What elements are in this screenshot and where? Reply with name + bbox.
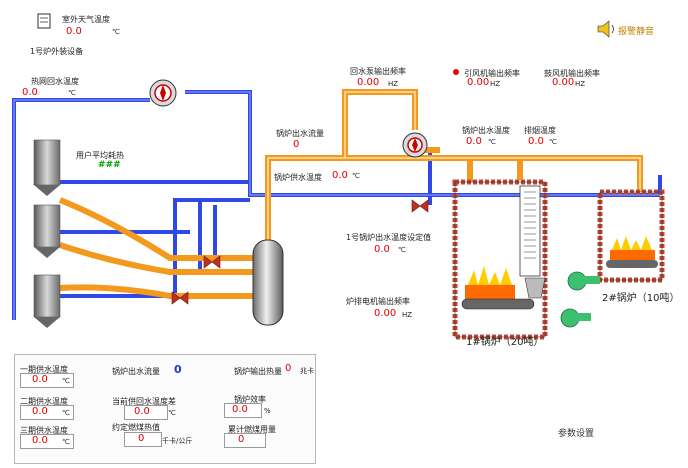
pump-freq-value: 0.00 (357, 77, 380, 88)
supply-temp-3-unit: ℃ (62, 438, 70, 446)
heat-output-value: 0 (285, 363, 292, 374)
exhaust-temp-value: 0.0 (528, 136, 544, 147)
supply-temp-2-unit: ℃ (62, 409, 70, 417)
supply-temp-1-box (20, 373, 74, 388)
efficiency-box (224, 403, 262, 418)
supply-temp-value: 0.0 (332, 170, 348, 181)
supply-temp-label: 锅炉供水温度 (274, 173, 322, 182)
supply-temp-1-label: 一期供水温度 (20, 365, 68, 374)
efficiency-unit: % (264, 407, 271, 415)
coal-value-unit: 千卡/公斤 (162, 437, 193, 445)
outlet-temp-label: 锅炉出水温度 (462, 126, 510, 135)
coal-value-value: 0 (138, 433, 145, 444)
return-temp-unit: ℃ (68, 89, 76, 97)
fan-status-indicator (453, 69, 459, 75)
temp-diff-value: 0.0 (134, 406, 150, 417)
setpoint-unit: ℃ (398, 246, 406, 254)
blower-unit: HZ (575, 80, 586, 88)
temp-diff-unit: ℃ (168, 409, 176, 417)
supply-temp-1-value: 0.0 (32, 374, 48, 385)
return-temp-label: 热网回水温度 (31, 77, 79, 86)
outlet-temp-value: 0.0 (466, 136, 482, 147)
total-coal-value: 0 (238, 434, 245, 445)
boiler-2 (597, 189, 665, 283)
speaker-icon[interactable] (597, 20, 614, 38)
boiler-1-label: 1#锅炉（20吨） (466, 337, 544, 348)
heat-output-label: 锅炉输出热量 (234, 367, 282, 376)
boiler-flow-label: 锅炉出水流量 (276, 129, 324, 138)
boiler-flow-value: 0 (293, 139, 300, 150)
blower-value: 0.00 (552, 77, 575, 88)
boiler-2-label: 2#锅炉（10吨） (602, 293, 680, 304)
efficiency-value: 0.0 (232, 404, 248, 415)
outdoor-temp-unit: ℃ (112, 28, 120, 36)
avg-heat-value: ### (98, 160, 121, 170)
supply-temp-2-box (20, 405, 74, 420)
valve-icons (171, 199, 429, 305)
draft-fan-value: 0.00 (467, 77, 490, 88)
mute-alarm-button[interactable]: 报警静音 (618, 27, 655, 37)
grate-freq-value: 0.00 (374, 308, 397, 319)
parameter-settings-button[interactable]: 参数设置 (558, 429, 595, 439)
grate-freq-unit: HZ (402, 311, 413, 319)
total-coal-box (224, 433, 266, 448)
exhaust-temp-unit: ℃ (549, 138, 557, 146)
grate-freq-label: 炉排电机输出频率 (346, 297, 410, 306)
avg-heat-label: 用户平均耗热 (76, 151, 124, 160)
exhaust-temp-label: 排烟温度 (524, 126, 556, 135)
outdoor-temp-value: 0.0 (66, 26, 82, 37)
setpoint-label: 1号锅炉出水温度设定值 (346, 233, 432, 242)
blower-label: 鼓风机输出频率 (544, 69, 600, 78)
draft-fan-label: 引风机输出频率 (464, 69, 520, 78)
boiler-1 (452, 179, 548, 340)
header-tank (252, 239, 284, 326)
radiator-units (33, 139, 61, 328)
supply-temp-2-label: 二期供水温度 (20, 397, 68, 406)
heat-output-unit: 兆卡 (300, 367, 314, 375)
temp-diff-box (124, 405, 168, 420)
outdoor-temp-label: 室外天气温度 (62, 15, 110, 24)
supply-temp-3-label: 三期供水温度 (20, 426, 68, 435)
supply-temp-3-box (20, 434, 74, 449)
station-label: 1号炉外装设备 (30, 47, 84, 56)
supply-temp-unit: ℃ (352, 172, 360, 180)
return-pump-icon (402, 132, 428, 158)
supply-temp-3-value: 0.0 (32, 435, 48, 446)
blower-fan-icons (560, 271, 600, 328)
building-icon (37, 13, 51, 29)
draft-fan-unit: HZ (490, 80, 501, 88)
return-temp-value: 0.0 (22, 87, 38, 98)
circulation-pump-icon (149, 79, 177, 107)
efficiency-label: 锅炉效率 (234, 395, 266, 404)
supply-temp-2-value: 0.0 (32, 406, 48, 417)
pump-freq-unit: HZ (388, 80, 399, 88)
temp-diff-label: 当前供回水温度差 (112, 397, 176, 406)
pump-freq-label: 回水泵输出频率 (350, 67, 406, 76)
coal-value-label: 约定燃煤热值 (112, 423, 160, 432)
coal-value-box (124, 432, 162, 447)
panel-flow-label: 锅炉出水流量 (112, 367, 160, 376)
outlet-temp-unit: ℃ (488, 138, 496, 146)
supply-temp-1-unit: ℃ (62, 377, 70, 385)
panel-flow-value: 0 (174, 363, 182, 376)
total-coal-label: 累计燃煤用量 (228, 425, 276, 434)
setpoint-value: 0.0 (374, 244, 390, 255)
